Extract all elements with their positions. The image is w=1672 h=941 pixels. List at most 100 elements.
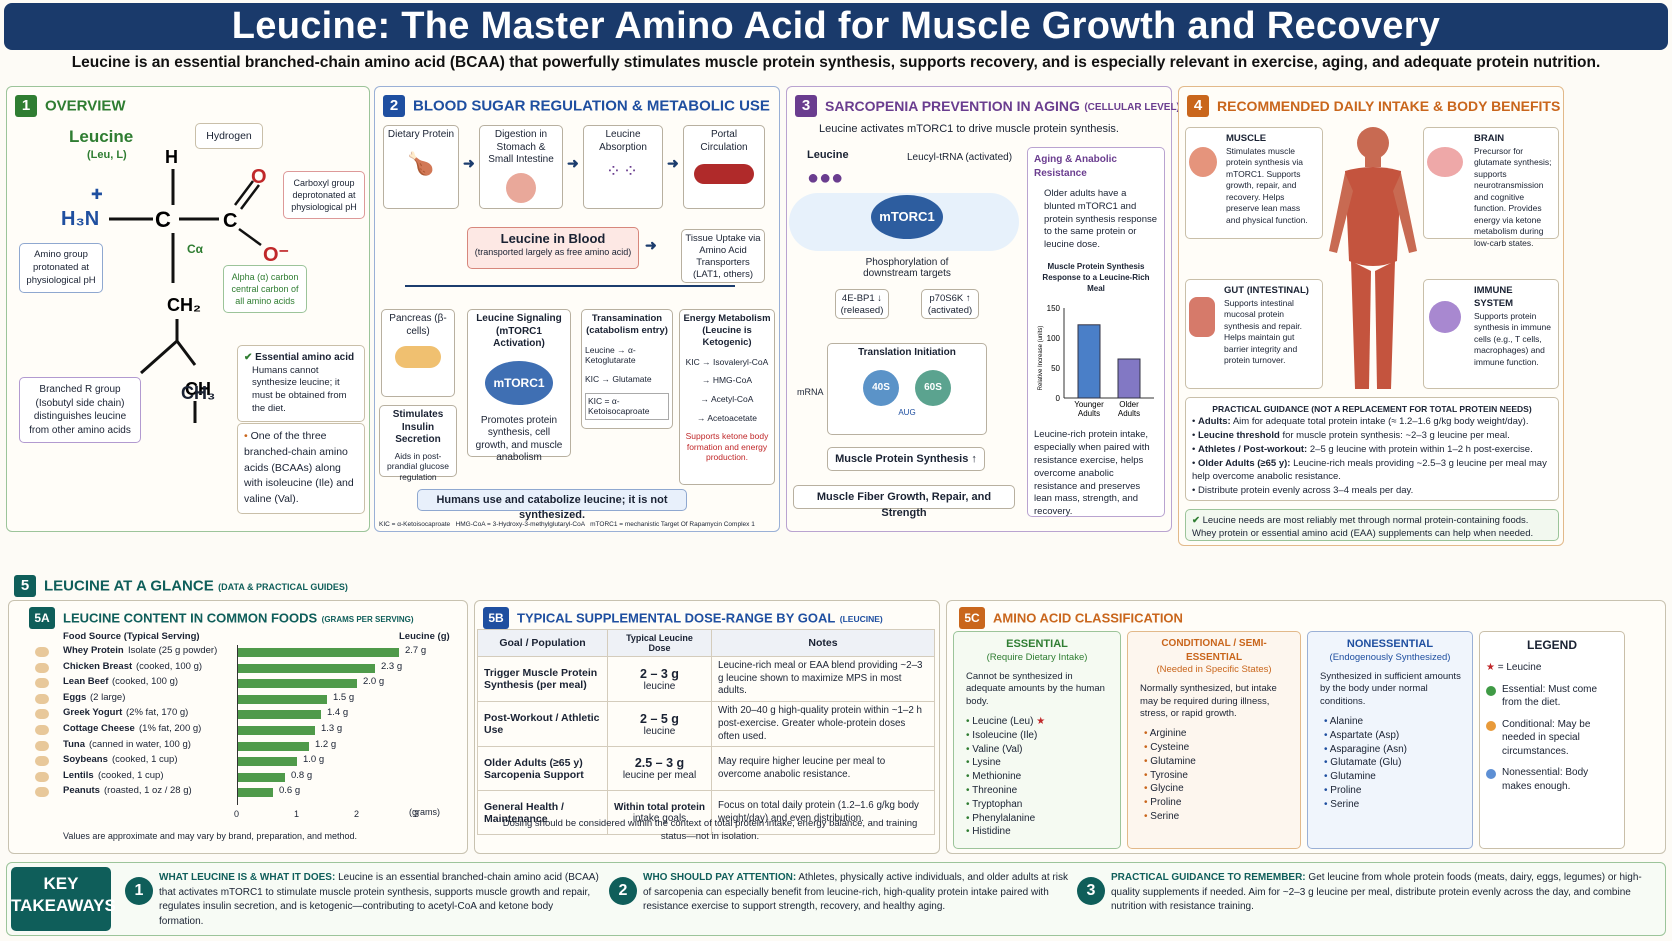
bullet-icon: •	[966, 757, 970, 769]
amino-acid-item: • Histidine	[966, 825, 1114, 839]
axis-unit: (grams)	[409, 807, 440, 817]
dose-unit: leucine per meal	[622, 770, 697, 782]
energy-label: Energy Metabolism (Leucine is Ketogenic)	[683, 313, 771, 348]
dose-value: 2 – 3 g	[640, 666, 679, 681]
carboxyl-label: Carboxyl group deprotonated at physiolog…	[283, 171, 365, 220]
amino-acid-item: • Isoleucine (Ile)	[966, 729, 1114, 743]
svg-text:CH₂: CH₂	[167, 295, 201, 315]
bcaa-text: One of the three branched-chain amino ac…	[244, 430, 354, 505]
class-essential: ESSENTIAL (Require Dietary Intake) Canno…	[953, 631, 1121, 849]
amino-group-label: Amino group protonated at physiological …	[19, 243, 103, 294]
section-number: 2	[383, 95, 405, 117]
check-text: Leucine needs are most reliably met thro…	[1192, 515, 1534, 539]
bullet-icon: •	[966, 716, 970, 728]
amino-acid-item: • Serine	[1324, 798, 1466, 812]
class-desc: Normally synthesized, but intake may be …	[1140, 682, 1277, 720]
signaling-text: Promotes protein synthesis, cell growth,…	[475, 414, 563, 464]
food-row: Lentils(cooked, 1 cup)0.8 g	[31, 770, 451, 785]
food-value: 0.6 g	[279, 785, 301, 797]
category-label: Adults	[1118, 409, 1140, 418]
benefit-text: Stimulates muscle protein synthesis via …	[1226, 145, 1308, 225]
step-portal: Portal Circulation	[683, 125, 765, 209]
bullet-icon: •	[966, 826, 970, 838]
food-name: Tuna	[63, 738, 85, 750]
molecule-name: Leucine	[69, 127, 134, 146]
benefit-title: MUSCLE	[1226, 133, 1267, 144]
tissue-uptake: Tissue Uptake via Amino Acid Transporter…	[681, 229, 765, 283]
check-icon: ✔	[244, 352, 253, 363]
amino-acid-item: • Asparagine (Asn)	[1324, 743, 1466, 757]
class-title: CONDITIONAL / SEMI-ESSENTIAL	[1161, 638, 1267, 663]
amino-acid-name: Phenylalanine	[972, 812, 1036, 824]
table-header: Typical Leucine Dose	[607, 629, 712, 657]
y-tick-label: 100	[1047, 334, 1061, 343]
y-tick-label: 150	[1047, 304, 1061, 313]
food-name: Lean Beef	[63, 676, 109, 688]
table-header: Goal / Population	[477, 629, 608, 657]
section-number: 5	[14, 575, 36, 597]
benefit-title: IMMUNE SYSTEM	[1474, 285, 1514, 309]
amino-acid-name: Histidine	[972, 826, 1011, 838]
trna-label: Leucyl-tRNA (activated)	[907, 152, 1013, 163]
food-value: 1.3 g	[321, 723, 343, 734]
orange-dot-icon	[1486, 720, 1496, 731]
food-icon	[35, 693, 49, 704]
food-value: 1.4 g	[327, 707, 349, 719]
notes-cell: Focus on total daily protein (1.2–1.6 g/…	[711, 790, 935, 836]
notes-cell: May require higher leucine per meal to o…	[711, 746, 935, 792]
legend-item: Nonessential: Body makes enough.	[1502, 767, 1589, 792]
food-value: 1.2 g	[315, 738, 337, 750]
svg-text:CH: CH	[185, 379, 211, 399]
takeaway-text: Get leucine from whole protein foods (me…	[1111, 872, 1642, 912]
takeaway-2: WHO SHOULD PAY ATTENTION: Athletes, phys…	[643, 871, 1073, 915]
essential-card: ✔ Essential amino acid Humans cannot syn…	[237, 345, 365, 422]
trans-label: Transamination (catabolism entry)	[586, 313, 668, 336]
aug-label: AUG	[898, 407, 916, 417]
ketone-note: Supports ketone body formation and energ…	[685, 431, 769, 463]
section-subtitle: (GRAMS PER SERVING)	[321, 615, 414, 625]
4ebp1-box: 4E-BP1 ↓ (released)	[835, 289, 889, 319]
food-name: Whey Protein	[63, 645, 124, 656]
essential-title: Essential amino acid	[255, 352, 355, 363]
sarcopenia-lead: Leucine activates mTORC1 to drive muscle…	[819, 123, 1119, 135]
arrow-icon: ➜	[463, 155, 475, 171]
amino-acid-name: Proline	[1150, 797, 1182, 809]
trans-note: KIC = α-Ketoisocaproate	[585, 392, 669, 420]
food-icon	[35, 709, 49, 720]
takeaway-text: Athletes, physically active individuals,…	[643, 872, 1068, 912]
bullet-icon: •	[1144, 742, 1148, 754]
food-serving: (cooked, 100 g)	[112, 676, 179, 688]
amino-acid-name: Proline	[1330, 785, 1362, 797]
takeaway-title: WHO SHOULD PAY ATTENTION:	[643, 872, 797, 883]
signaling-box: Leucine Signaling (mTORC1 Activation)mTO…	[467, 309, 571, 463]
guidance-card: PRACTICAL GUIDANCE (NOT A REPLACEMENT FO…	[1185, 397, 1559, 501]
bullet-icon: •	[1324, 798, 1328, 810]
trans-step: KIC → Glutamate	[585, 374, 652, 384]
conditional-list: • Arginine• Cysteine• Glutamine• Tyrosin…	[1144, 727, 1294, 824]
intestine-icon	[506, 172, 536, 203]
guidance-item: 2–5 g leucine with protein within 1–2 h …	[1309, 443, 1533, 455]
y-tick-label: 50	[1051, 364, 1060, 373]
branch-line	[405, 285, 735, 287]
bullet-icon: •	[1144, 769, 1148, 781]
amino-acid-name: Asparagine (Asn)	[1329, 743, 1408, 755]
food-serving: Isolate (25 g powder)	[128, 645, 218, 656]
food-serving: (cooked, 100 g)	[136, 660, 203, 672]
insulin-sub: Aids in post-prandial glucose regulation	[387, 450, 449, 482]
guidance-title: PRACTICAL GUIDANCE (NOT A REPLACEMENT FO…	[1212, 404, 1532, 414]
brain-icon	[1427, 147, 1463, 177]
blood-subtitle: (transported largely as free amino acid)	[474, 247, 632, 258]
abbr-item: KIC = α-Ketoisocaproate	[379, 521, 451, 528]
class-title: ESSENTIAL	[1006, 638, 1068, 650]
amino-acid-name: Alanine	[1329, 716, 1364, 728]
